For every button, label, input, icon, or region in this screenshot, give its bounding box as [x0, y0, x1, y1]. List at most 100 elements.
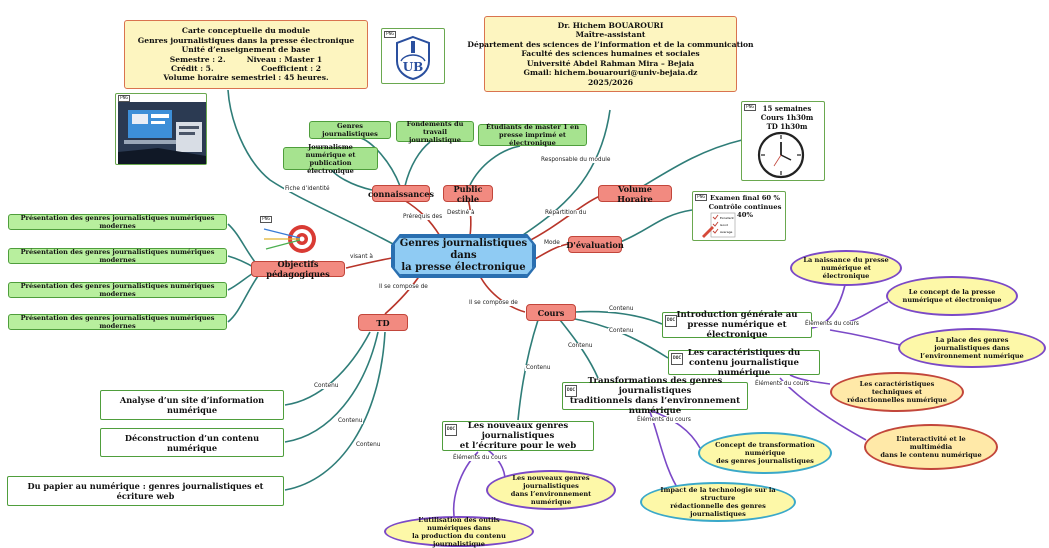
element-label: L’utilisation des outils numériques dans [418, 515, 500, 532]
element-place-genres[interactable]: La place des genres journalistiques dans… [898, 328, 1046, 368]
element-label: rédactionnelles numérique [847, 396, 947, 404]
td-item-deconstruction[interactable]: Déconstruction d’un contenu numérique [100, 428, 284, 457]
objectif-item[interactable]: Présentation des genres journalistiques … [8, 248, 227, 264]
node-td[interactable]: TD [358, 314, 408, 331]
identity-card: Carte conceptuelle du module Genres jour… [124, 20, 368, 89]
link-label-elements: Éléments du cours [636, 417, 692, 423]
td-item-analyse[interactable]: Analyse d’un site d’information numériqu… [100, 390, 284, 420]
element-caracteristiques[interactable]: Les caractéristiques techniques et rédac… [830, 372, 964, 412]
objectif-label: Présentation des genres journalistiques … [20, 282, 215, 298]
link-label-contenu: Contenu [567, 343, 594, 349]
node-connaissances[interactable]: connaissances [368, 185, 434, 202]
element-label: numérique et électronique [902, 296, 1002, 304]
prereq-genres[interactable]: Genres journalistiques [309, 121, 391, 139]
teacher-line: Gmail: hichem.bouarouri@univ-bejaia.dz [523, 68, 698, 78]
central-topic[interactable]: Genres journalistiques dans la presse él… [393, 236, 534, 276]
td-label: Analyse d’un site d’information numériqu… [119, 395, 265, 415]
link-volume [524, 195, 601, 244]
cours-caracteristiques[interactable]: DOC Les caractéristiques du contenu jour… [668, 348, 820, 378]
element-label: Les nouveaux genres journalistiques [512, 474, 590, 490]
link-label-compose-td: Il se compose de [378, 284, 429, 290]
identity-image-panel: PNG [115, 93, 207, 165]
prereq-label: publication électronique [307, 158, 354, 175]
teacher-line: Département des sciences de l’informatio… [467, 39, 754, 49]
node-label: Objectifs pédagogiques [266, 259, 330, 279]
element-concept-transformation[interactable]: Concept de transformation numérique des … [698, 432, 832, 474]
exam-final: Examen final 60 % [710, 194, 780, 202]
prereq-fondements[interactable]: Fondements du travail journalistique [396, 120, 474, 144]
element-nouveaux-genres[interactable]: Les nouveaux genres journalistiques dans… [486, 470, 616, 510]
element-impact-technologie[interactable]: Impact de la technologie sur la structur… [640, 482, 796, 522]
objectif-item[interactable]: Présentation des genres journalistiques … [8, 214, 227, 230]
objectif-label: Présentation des genres journalistiques … [20, 248, 215, 264]
cours-label: Transformations des genres journalistiqu… [587, 376, 723, 396]
element-interactivite[interactable]: L’interactivité et le multimédia dans le… [864, 424, 998, 470]
node-evaluation[interactable]: D'évaluation [566, 236, 624, 253]
link-label-contenu: Contenu [355, 442, 382, 448]
teacher-line: Maître-assistant [575, 30, 646, 40]
td-label: Du papier au numérique : genres journali… [27, 481, 264, 501]
node-objectifs[interactable]: Objectifs pédagogiques [251, 259, 345, 279]
cours-label: Introduction générale au [676, 310, 798, 320]
laptop-image-icon [118, 102, 206, 164]
element-label: La naissance du presse [803, 256, 889, 264]
volume-td: TD 1h30m [766, 122, 808, 131]
university-logo-icon: UB [396, 35, 430, 81]
element-outils-numeriques[interactable]: L’utilisation des outils numériques dans… [384, 515, 534, 548]
element-label: dans l’environnement numérique [510, 490, 592, 506]
link-label-elements: Éléments du cours [452, 455, 508, 461]
cours-label: presse numérique et électronique [687, 320, 787, 340]
node-public-cible[interactable]: Public cible [443, 184, 493, 204]
link-label-compose-cours: Il se compose de [468, 300, 519, 306]
identity-line: Volume horaire semestriel : 45 heures. [163, 73, 329, 83]
link-label-repartition: Répartition du [544, 210, 588, 216]
objectif-label: Présentation des genres journalistiques … [20, 214, 215, 230]
element-naissance[interactable]: La naissance du presse numérique et élec… [790, 250, 902, 286]
cours-nouveaux-genres[interactable]: DOC Les nouveaux genres journalistiques … [442, 421, 594, 451]
target-icon [263, 225, 316, 253]
check-good: Good [720, 223, 728, 227]
link-teacher [519, 109, 611, 238]
element-concept-presse[interactable]: Le concept de la presse numérique et éle… [886, 276, 1018, 316]
identity-line: Semestre : 2. Niveau : Master 1 [169, 54, 323, 64]
cours-transformations[interactable]: DOC Transformations des genres journalis… [562, 376, 748, 416]
link-identity [227, 89, 405, 251]
td-item-papier[interactable]: Du papier au numérique : genres journali… [7, 476, 284, 506]
node-label: connaissances [367, 188, 435, 199]
node-cours[interactable]: Cours [526, 304, 576, 321]
link-label-contenu: Contenu [313, 383, 340, 389]
link-cours [479, 275, 526, 313]
link-label-visant: visant à [349, 254, 374, 260]
check-average: Average [720, 230, 732, 234]
public-label: Étudiants de master 1 en [485, 123, 580, 131]
volume-text: 15 semaines Cours 1h30m TD 1h30m [754, 104, 820, 131]
element-label: Impact de la technologie sur la structur… [660, 486, 776, 502]
prereq-label: Journalisme numérique et [305, 142, 356, 159]
node-volume-horaire[interactable]: Volume Horaire [598, 184, 672, 204]
volume-panel: PNG 15 semaines Cours 1h30m TD 1h30m [741, 101, 825, 181]
prereq-journalisme[interactable]: Journalisme numérique et publication éle… [283, 143, 378, 175]
link-label-contenu: Contenu [337, 418, 364, 424]
objectif-item[interactable]: Présentation des genres journalistiques … [8, 282, 227, 298]
prereq-label: Genres journalistiques [322, 122, 378, 138]
public-etudiants[interactable]: Étudiants de master 1 en presse imprimé … [478, 123, 587, 147]
element-label: Le concept de la presse [908, 288, 996, 296]
link-label-contenu: Contenu [525, 365, 552, 371]
cours-label: Les nouveaux genres journalistiques [467, 421, 569, 441]
element-label: numérique et électronique [821, 264, 871, 280]
target-image-panel: PNG [259, 216, 317, 256]
node-label: TD [376, 317, 390, 328]
link-label-fiche: Fiche d’identité [284, 186, 331, 192]
objectif-item[interactable]: Présentation des genres journalistiques … [8, 314, 227, 330]
identity-line: Unité d’enseignement de base [181, 45, 311, 55]
prereq-label: travail journalistique [409, 127, 461, 144]
central-title-line2: la presse électronique [401, 262, 526, 273]
teacher-line: Dr. Hichem BOUAROURI [557, 21, 664, 31]
cours-intro[interactable]: DOC Introduction générale au presse numé… [662, 310, 812, 340]
exam-panel: PNG Examen final 60 % Contrôle continues… [692, 191, 786, 241]
volume-weeks: 15 semaines [762, 104, 812, 113]
teacher-card: Dr. Hichem BOUAROURI Maître-assistant Dé… [467, 16, 754, 92]
link-public [467, 199, 472, 237]
png-tag: PNG [695, 194, 708, 201]
exam-text: Examen final 60 % Contrôle continues 40% [705, 194, 785, 220]
